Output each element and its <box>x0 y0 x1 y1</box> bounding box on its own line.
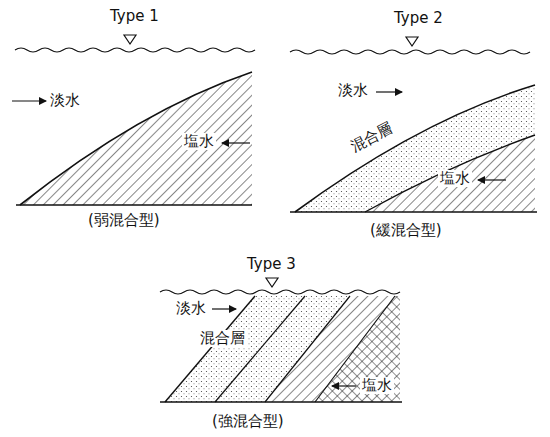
water-label: 淡水 <box>174 300 208 317</box>
panel-title: Type 2 <box>392 10 445 27</box>
water-label: 塩水 <box>182 133 216 150</box>
panel-title: Type 3 <box>245 256 298 273</box>
type-caption: (弱混合型) <box>86 212 162 229</box>
water-label: 塩水 <box>360 377 394 394</box>
water-label: 塩水 <box>438 170 472 187</box>
water-label: 淡水 <box>336 82 370 99</box>
water-label: 淡水 <box>48 92 82 109</box>
panel-title: Type 1 <box>108 8 161 25</box>
layer-label: 混合層 <box>198 330 247 347</box>
type-caption: (強混合型) <box>210 413 286 430</box>
type-caption: (緩混合型) <box>368 222 444 239</box>
